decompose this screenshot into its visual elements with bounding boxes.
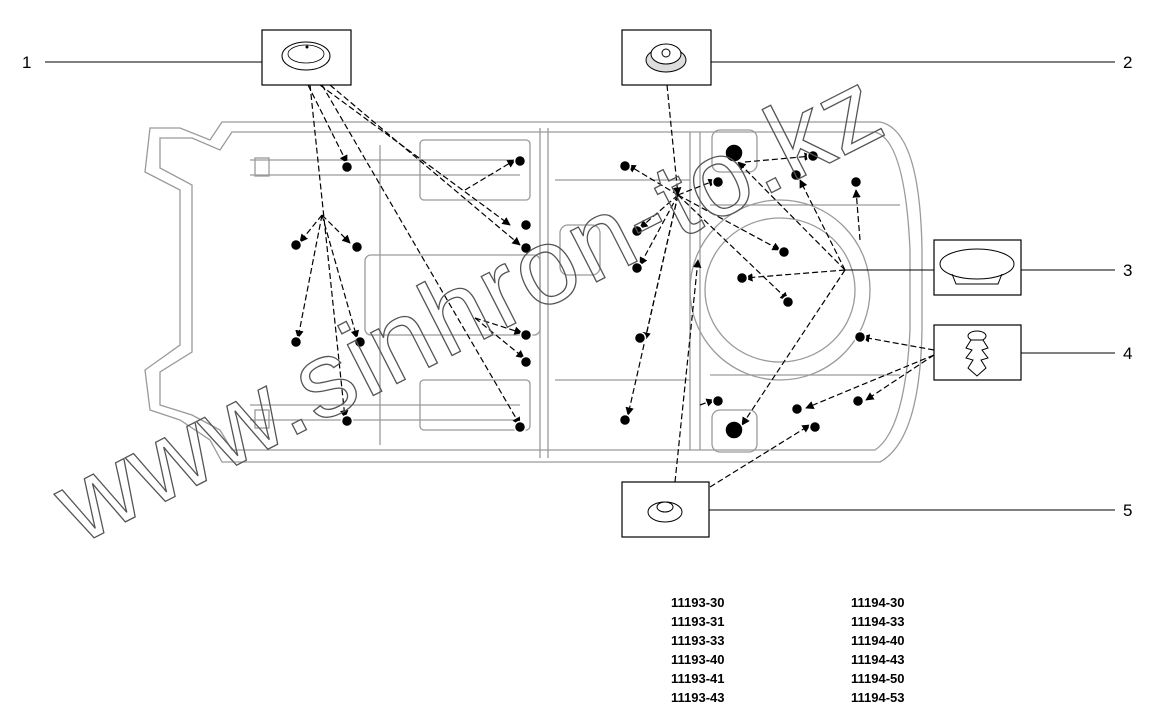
part-codes-left: 11193-30 11193-31 11193-33 11193-40 1119… — [671, 593, 725, 707]
part-codes-right: 11194-30 11194-33 11194-40 11194-43 1119… — [851, 593, 905, 707]
fastener-dot — [633, 331, 647, 345]
callout-leaders — [45, 61, 1115, 511]
fastener-dot — [519, 355, 533, 369]
fastener-dot — [353, 335, 367, 349]
fastener-dot — [340, 414, 354, 428]
part-code: 11194-30 — [851, 595, 905, 610]
callout-3: 3 — [1123, 261, 1132, 280]
callout-numbers: 1 2 3 4 5 — [22, 53, 1132, 520]
fastener-dots — [289, 143, 867, 440]
fastener-dot — [513, 420, 527, 434]
fastener-dot — [781, 295, 795, 309]
dashed-arrows — [295, 84, 935, 488]
fastener-dot — [519, 218, 533, 232]
callout-4: 4 — [1123, 344, 1132, 363]
fastener-dot — [849, 175, 863, 189]
fastener-dot — [851, 394, 865, 408]
fastener-dot — [735, 271, 749, 285]
round-plug-icon — [261, 29, 352, 86]
car-floor-outline — [144, 121, 923, 463]
callout-2: 2 — [1123, 53, 1132, 72]
mushroom-plug-icon — [933, 239, 1022, 296]
fastener-dot — [289, 238, 303, 252]
part-code: 11194-43 — [851, 652, 905, 667]
fastener-dot — [808, 420, 822, 434]
fastener-dot — [519, 328, 533, 342]
part-code: 11194-50 — [851, 671, 905, 686]
push-rivet-icon — [933, 324, 1022, 381]
fastener-dot — [630, 261, 644, 275]
toothed-plug-icon — [621, 29, 712, 86]
fastener-dot — [790, 402, 804, 416]
fastener-dot — [618, 413, 632, 427]
fastener-dot — [618, 159, 632, 173]
fastener-dot — [789, 168, 803, 182]
part-code: 11193-31 — [671, 614, 725, 629]
fastener-dot — [724, 143, 744, 163]
callout-1: 1 — [22, 53, 31, 72]
part-code: 11193-40 — [671, 652, 725, 667]
part-code: 11194-40 — [851, 633, 905, 648]
fastener-dot — [519, 241, 533, 255]
fastener-dot — [777, 245, 791, 259]
fastener-dot — [806, 149, 820, 163]
part-code: 11193-41 — [671, 671, 725, 686]
callout-5: 5 — [1123, 501, 1132, 520]
fastener-dot — [340, 160, 354, 174]
fastener-dot — [711, 394, 725, 408]
fastener-dot — [853, 330, 867, 344]
grommet-plug-icon — [621, 481, 710, 538]
fastener-dot — [630, 224, 644, 238]
fastener-dot — [350, 240, 364, 254]
fastener-dot — [711, 175, 725, 189]
part-code: 11193-33 — [671, 633, 725, 648]
part-code: 11194-33 — [851, 614, 905, 629]
fastener-dot — [724, 420, 744, 440]
part-code: 11193-30 — [671, 595, 725, 610]
part-code: 11193-43 — [671, 690, 725, 705]
fastener-dot — [513, 154, 527, 168]
part-code: 11194-53 — [851, 690, 905, 705]
fastener-dot — [289, 335, 303, 349]
